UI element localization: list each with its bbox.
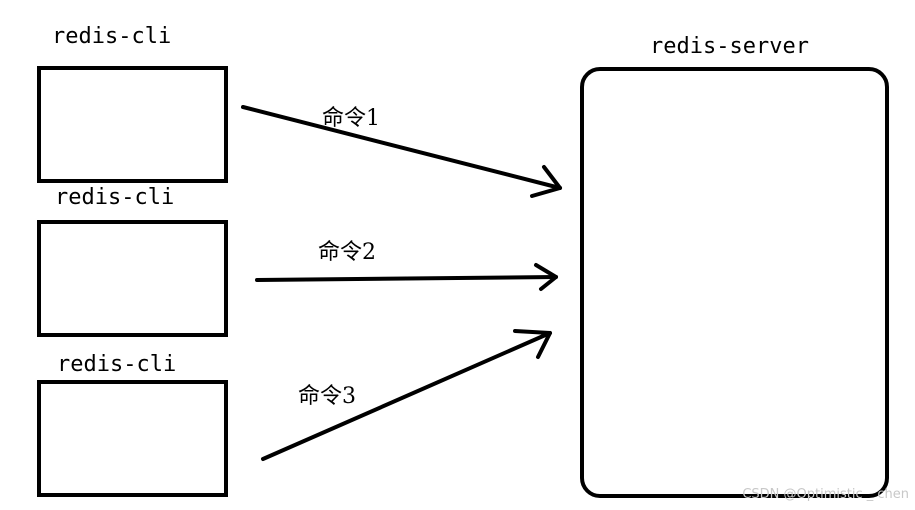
- command-2-label: 命令2: [318, 240, 376, 265]
- watermark: CSDN @Optimistic _ chen: [742, 487, 909, 502]
- client-2-label: redis-cli: [55, 185, 175, 210]
- client-2-box: [37, 220, 228, 337]
- arrow-command-2: [255, 263, 558, 291]
- command-1-label: 命令1: [322, 106, 380, 131]
- client-1-label: redis-cli: [52, 24, 172, 49]
- command-3-label: 命令3: [298, 384, 356, 409]
- client-3-label: redis-cli: [57, 352, 177, 377]
- client-3-box: [37, 380, 228, 497]
- server-label: redis-server: [650, 34, 809, 59]
- redis-server-box: [580, 67, 889, 498]
- arrow-command-3: [261, 329, 552, 461]
- arrow-command-1: [241, 105, 562, 198]
- client-1-box: [37, 66, 228, 183]
